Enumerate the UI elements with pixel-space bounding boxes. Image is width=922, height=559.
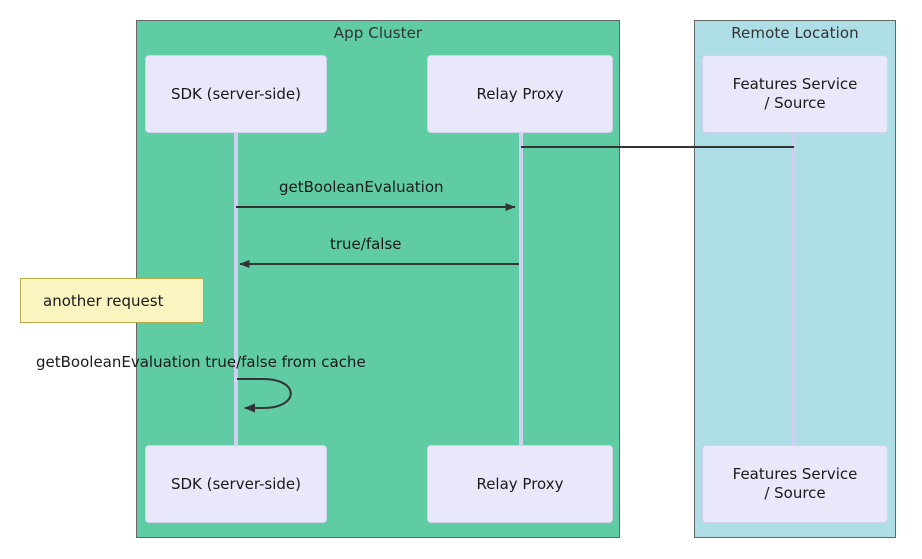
participant-features-service-bottom-line2: / Source bbox=[764, 484, 826, 502]
participant-features-service-bottom[interactable]: Features Service / Source bbox=[702, 445, 888, 523]
lifeline-features bbox=[792, 132, 796, 452]
participant-features-service-bottom-line1: Features Service bbox=[732, 465, 858, 484]
group-app-cluster-label: App Cluster bbox=[333, 24, 423, 42]
message-label-cache-self-call: getBooleanEvaluation true/false from cac… bbox=[36, 353, 366, 371]
participant-features-service-top-line1: Features Service bbox=[732, 75, 858, 94]
participant-features-service-top-label: Features Service / Source bbox=[733, 75, 858, 113]
participant-relay-proxy-bottom-label: Relay Proxy bbox=[476, 474, 564, 493]
participant-features-service-top-line2: / Source bbox=[764, 94, 826, 112]
participant-sdk-top[interactable]: SDK (server-side) bbox=[145, 55, 327, 133]
participant-relay-proxy-top-label: Relay Proxy bbox=[476, 84, 564, 103]
note-another-request: another request bbox=[20, 278, 204, 323]
lifeline-sdk bbox=[234, 132, 238, 452]
group-remote-location-label: Remote Location bbox=[731, 24, 859, 42]
lifeline-relay bbox=[519, 132, 523, 452]
message-label-true-false: true/false bbox=[330, 235, 402, 253]
participant-sdk-top-label: SDK (server-side) bbox=[170, 84, 302, 103]
message-label-get-boolean-evaluation: getBooleanEvaluation bbox=[279, 178, 444, 196]
participant-relay-proxy-top[interactable]: Relay Proxy bbox=[427, 55, 613, 133]
participant-features-service-top[interactable]: Features Service / Source bbox=[702, 55, 888, 133]
participant-features-service-bottom-label: Features Service / Source bbox=[733, 465, 858, 503]
participant-sdk-bottom-label: SDK (server-side) bbox=[170, 474, 302, 493]
participant-relay-proxy-bottom[interactable]: Relay Proxy bbox=[427, 445, 613, 523]
note-another-request-label: another request bbox=[43, 291, 164, 310]
participant-sdk-bottom[interactable]: SDK (server-side) bbox=[145, 445, 327, 523]
